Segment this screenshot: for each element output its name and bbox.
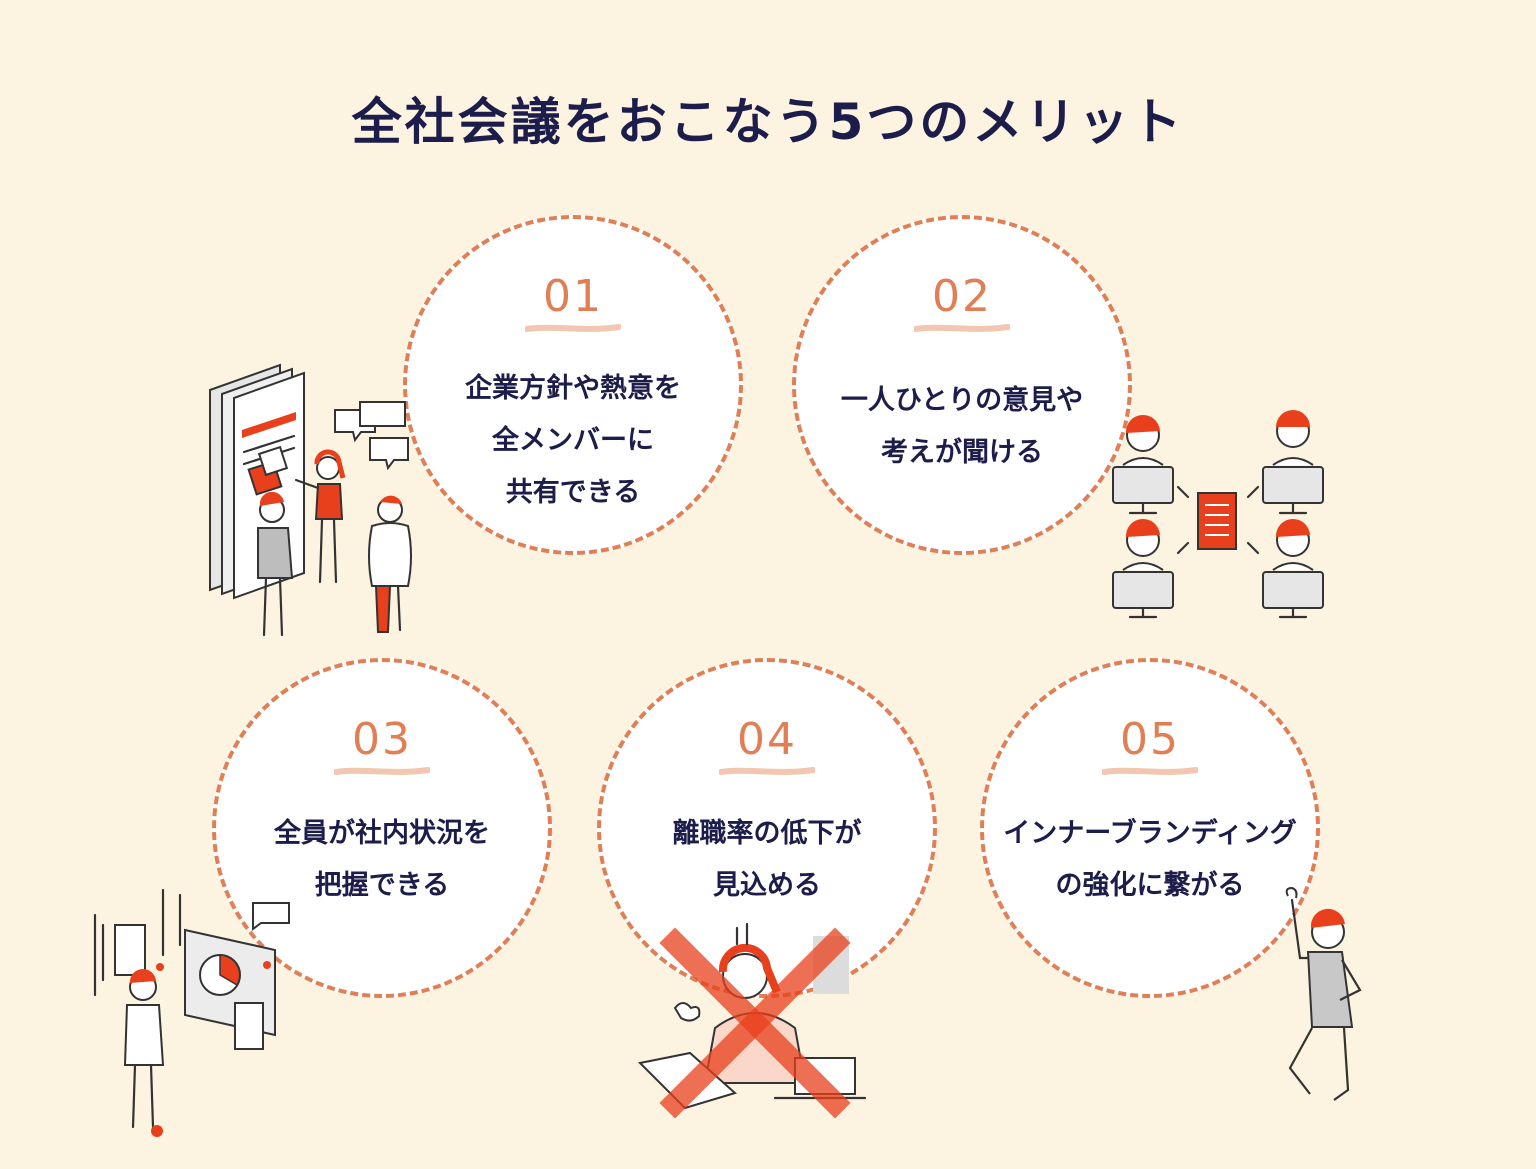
merit-label: 離職率の低下が 見込める [619,808,915,912]
brush-underline [719,767,815,775]
merit-number: 01 [543,271,603,322]
presentation-team-icon [209,363,412,637]
merit-circle-02: 02 一人ひとりの意見や 考えが聞ける [792,215,1132,555]
merit-label-line: 全メンバーに [492,425,654,456]
merit-label-line: 考えが聞ける [881,437,1043,468]
merit-label-line: 見込める [713,870,821,901]
merit-label: 一人ひとりの意見や 考えが聞ける [814,375,1110,479]
merit-label-line: 企業方針や熱意を [465,373,681,404]
merit-circle-05: 05 インナーブランディング の強化に繋がる [980,658,1320,998]
merit-label-line: 共有できる [505,477,641,508]
merit-number: 05 [1120,714,1180,765]
merit-label-line: 離職率の低下が [672,818,862,849]
brush-underline [1102,767,1198,775]
merit-label-line: 一人ひとりの意見や [840,385,1084,416]
merit-number: 02 [932,271,992,322]
merit-circle-01: 01 企業方針や熱意を 全メンバーに 共有できる [403,215,743,555]
merit-circle-04: 04 離職率の低下が 見込める [597,658,937,998]
merit-circle-03: 03 全員が社内状況を 把握できる [212,658,552,998]
merit-label: 全員が社内状況を 把握できる [234,808,530,912]
cheering-businessman-icon [1285,886,1362,1101]
online-meeting-icon [1112,410,1324,619]
merit-label-line: 全員が社内状況を [274,818,490,849]
stressed-worker-icon [637,922,867,1119]
page-title: 全社会議をおこなう5つのメリット [351,93,1185,151]
merit-label-line: インナーブランディング [1003,818,1297,849]
merit-label: インナーブランディング の強化に繋がる [1002,808,1298,912]
brush-underline [525,324,621,332]
brush-underline [914,324,1010,332]
merit-label-line: 把握できる [314,870,450,901]
merit-label-line: の強化に繋がる [1055,870,1245,901]
brush-underline [334,767,430,775]
merit-number: 04 [737,714,797,765]
merit-label: 企業方針や熱意を 全メンバーに 共有できる [425,363,721,519]
merit-number: 03 [352,714,412,765]
analyzing-chart-icon [93,888,290,1137]
